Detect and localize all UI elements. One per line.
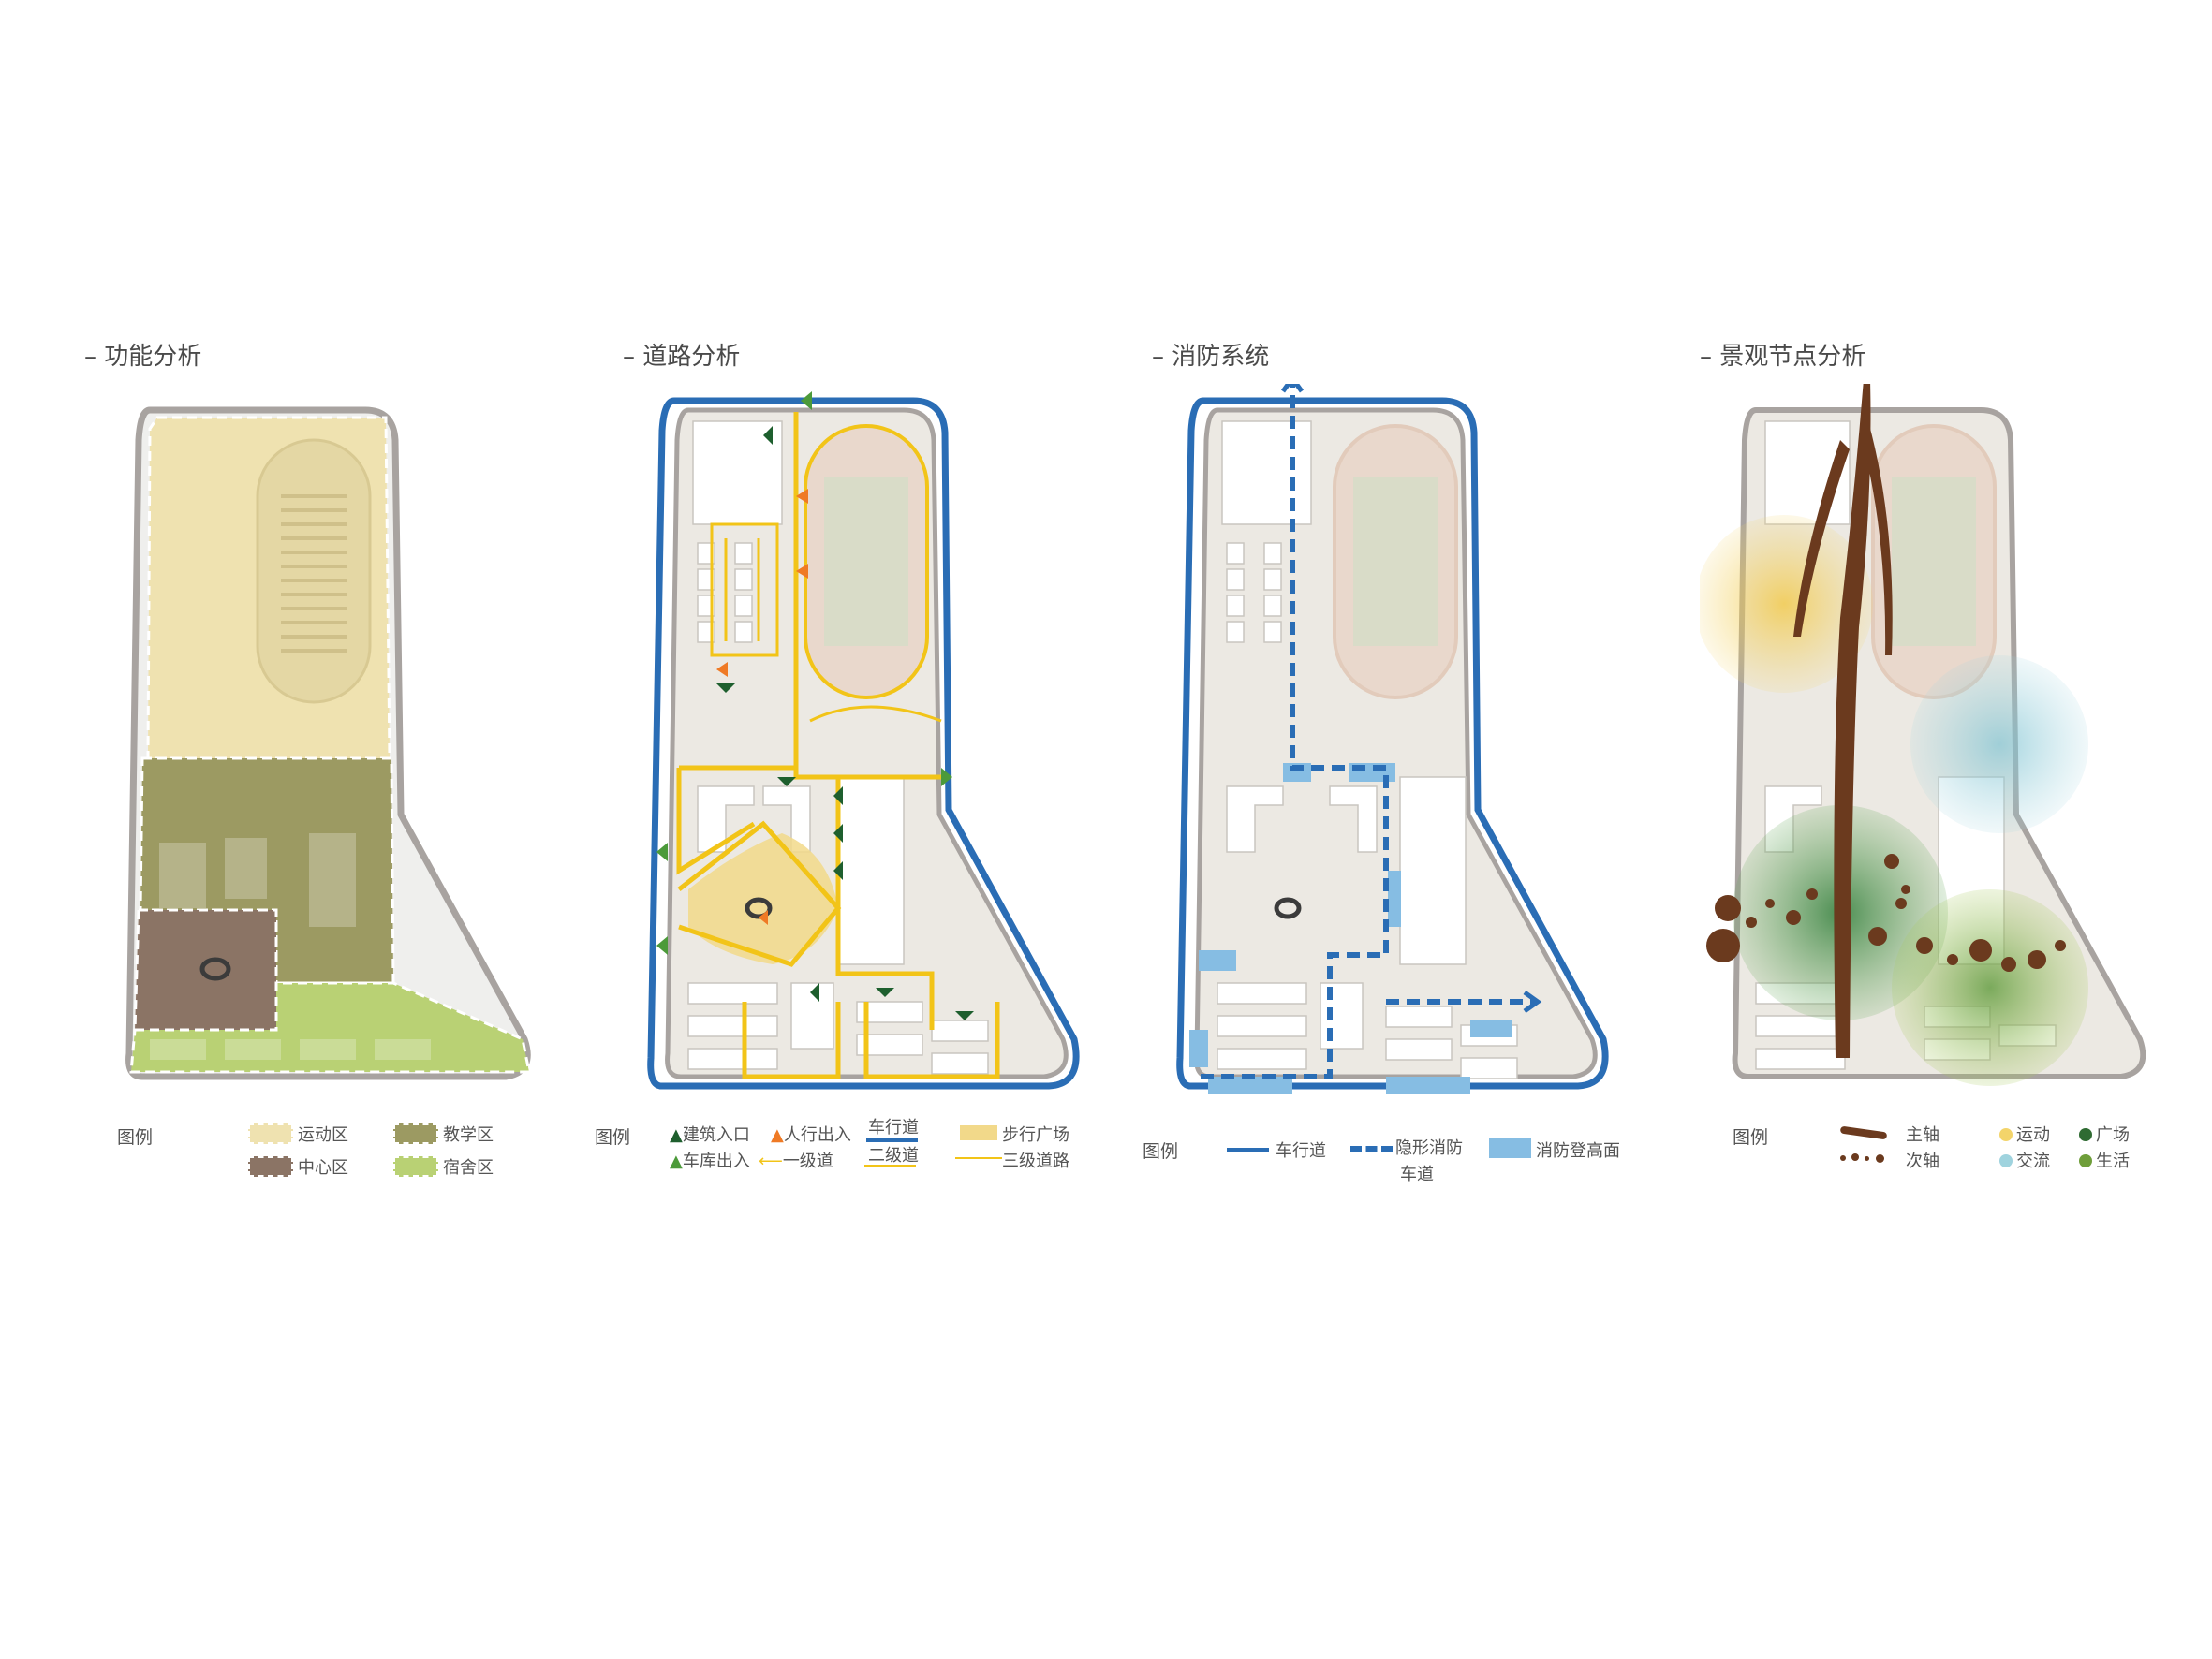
vehicle-road [1176,397,1609,1090]
center-ring [199,957,231,981]
building-entries [716,426,974,1020]
panel-title: – 功能分析 [84,343,202,371]
landscape-map [1700,384,2146,1086]
legend-hidden-fire-lane-2: 车道 [1400,1165,1434,1184]
node-exchange [1910,655,2088,833]
legend-pedestrian-plaza: 步行广场 [1002,1125,1069,1145]
track-field-stripes [281,494,347,653]
node-sport [1700,515,1873,693]
fire-map [1176,384,1609,1094]
legend-title: 图例 [1143,1141,1179,1162]
legend-title: 图例 [117,1127,154,1148]
arrow-north [1280,384,1305,393]
legend-sport: 运动区 [298,1125,348,1145]
panel-title: – 消防系统 [1152,343,1270,371]
pedestrian-entries [716,489,808,925]
legend-secondary-line [864,1165,916,1167]
legend-climbing-swatch [1489,1138,1531,1158]
legend-swatch-teaching [393,1123,438,1144]
vehicle-road [647,397,1080,1090]
panel-function-analysis: – 功能分析 图例 运动区 教学区 中心区 宿舍区 [84,337,571,1198]
function-map [125,406,531,1080]
legend-pedestrian-entry: ▲人行出入 [771,1125,851,1145]
legend-secondary-road: 二级道 [868,1146,919,1166]
legend-building-entry: ▲建筑入口 [670,1125,750,1145]
legend-teaching: 教学区 [443,1125,494,1145]
legend-dorm: 宿舍区 [443,1158,494,1178]
center-ring [1274,897,1302,919]
site-boundary [1194,407,1598,1079]
legend-swatch-sport [248,1123,293,1144]
zone-center [133,908,278,1032]
secondary-axis [1706,854,2066,972]
legend-center: 中心区 [298,1158,348,1178]
legend-exchange: 交流 [1999,1148,2050,1172]
legend-secondary-axis: 次轴 [1906,1152,1939,1171]
legend-tertiary-road: 三级道路 [1002,1152,1069,1171]
main-axis-branch-2 [1861,421,1893,655]
center-ring [745,897,773,919]
legend-tertiary-line [955,1157,1002,1159]
road-map [647,391,1080,1090]
legend-hidden-fire-lane: 隐形消防 [1395,1138,1463,1158]
legend-secondary-axis-mark [1840,1153,1887,1163]
legend-title: 图例 [595,1127,631,1148]
panel-title: – 景观节点分析 [1700,343,1866,371]
panel-landscape-nodes: – 景观节点分析 图例 [1700,337,2187,1198]
legend-title: 图例 [1733,1127,1769,1148]
zone-dorm [129,981,531,1074]
legend-plaza: 广场 [2079,1122,2130,1146]
legend-primary-road: ⟵一级道 [759,1152,833,1171]
running-track [256,438,372,704]
legend-vehicle-road-line [866,1138,918,1142]
garage-entries [656,391,952,955]
legend-garage-entry: ▲车库出入 [670,1152,750,1171]
hidden-fire-lane [1199,384,1389,1079]
legend-vehicle-road: 车行道 [1276,1141,1326,1161]
legend-swatch-center [248,1156,293,1177]
legend-sport: 运动 [1999,1122,2050,1146]
panel-fire-system: – 消防系统 图例 车行道 隐形消防 [1143,337,1639,1198]
legend-plaza-swatch [960,1125,997,1140]
legend-road-line [1227,1148,1269,1152]
arrow-east [1523,990,1542,1014]
panel-road-analysis: – 道路分析 [595,337,1110,1198]
legend-main-axis: 主轴 [1906,1125,1939,1145]
yellow-path-network [676,412,1000,1079]
legend-hidden-lane-line [1350,1146,1393,1152]
legend-vehicle-road: 车行道 [868,1118,919,1138]
yellow-secondary-paths [710,522,942,723]
legend-fire-climbing: 消防登高面 [1536,1141,1620,1161]
legend-life: 生活 [2079,1148,2130,1172]
node-life [1892,889,2088,1086]
legend-swatch-dorm [393,1156,438,1177]
main-axis-branch [1793,440,1850,637]
panel-title: – 道路分析 [623,343,741,371]
main-axis [1834,384,1871,1058]
